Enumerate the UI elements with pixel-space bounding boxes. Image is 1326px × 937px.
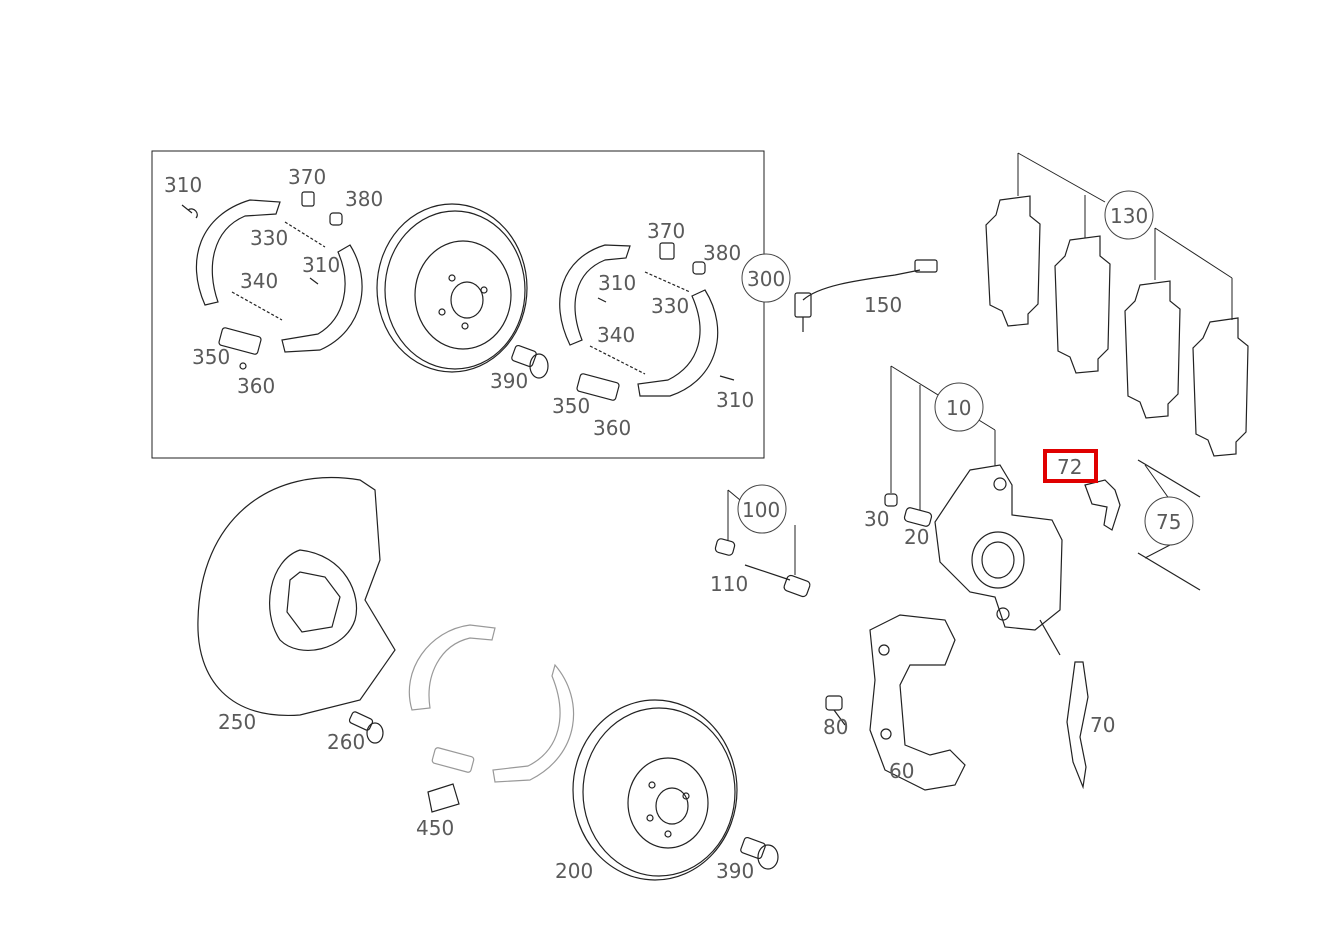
wear-sensor-150[interactable] [794,259,938,332]
callout-circle-300 [741,253,791,303]
callout-circle-130 [1104,190,1154,240]
label-350-b: 350 [552,394,590,418]
label-300: 300 [747,267,785,291]
parking-brake-inset-frame [151,150,765,459]
label-350-a: 350 [192,345,230,369]
brake-shoe-left-set[interactable] [181,191,363,370]
label-380-a: 380 [345,187,383,211]
label-390-b: 390 [716,859,754,883]
label-360-a: 360 [237,374,275,398]
clip-450[interactable] [427,783,460,813]
callout-circle-75 [1144,496,1194,546]
label-340-a: 340 [240,269,278,293]
label-260: 260 [327,730,365,754]
label-60: 60 [889,759,914,783]
guide-sleeve-kit-100[interactable] [714,489,811,598]
label-370-a: 370 [288,165,326,189]
brake-pads-130[interactable] [985,152,1249,457]
label-75: 75 [1156,510,1181,534]
callout-circle-10 [934,382,984,432]
label-30: 30 [864,507,889,531]
label-130: 130 [1110,204,1148,228]
label-360-b: 360 [593,416,631,440]
bolt-390-inset[interactable] [511,344,549,379]
guide-pin-20[interactable] [903,507,933,527]
label-100: 100 [742,498,780,522]
brake-drum-disc-inset[interactable] [376,203,528,373]
label-10: 10 [946,396,971,420]
label-310-d: 310 [716,388,754,412]
label-200: 200 [555,859,593,883]
label-340-b: 340 [597,323,635,347]
brake-disc-200[interactable] [572,699,738,881]
guide-pins-75[interactable] [1137,459,1201,591]
label-450: 450 [416,816,454,840]
bolt-390-lower[interactable] [740,836,779,870]
highlight-box-72[interactable] [1043,449,1098,483]
label-330-a: 330 [250,226,288,250]
label-70: 70 [1090,713,1115,737]
label-370-b: 370 [647,219,685,243]
caliper-carrier-60[interactable] [869,614,966,791]
brake-shoe-right-set[interactable] [559,242,735,401]
bleeder-cap-30[interactable] [884,493,898,507]
dust-shield-250[interactable] [197,476,396,716]
label-80: 80 [823,715,848,739]
parking-brake-shoes-lower[interactable] [408,624,575,783]
callout-circle-100 [737,484,787,534]
label-310-a: 310 [164,173,202,197]
label-72: 72 [1057,455,1082,479]
label-310-c: 310 [598,271,636,295]
bolt-80[interactable] [825,695,846,726]
label-20: 20 [904,525,929,549]
label-110: 110 [710,572,748,596]
spring-clip-72[interactable] [1084,479,1121,531]
label-330-b: 330 [651,294,689,318]
retaining-spring-70[interactable] [1039,619,1089,790]
label-310-b: 310 [302,253,340,277]
label-380-b: 380 [703,241,741,265]
bolt-260[interactable] [348,711,384,744]
label-150: 150 [864,293,902,317]
label-390-a: 390 [490,369,528,393]
label-250: 250 [218,710,256,734]
